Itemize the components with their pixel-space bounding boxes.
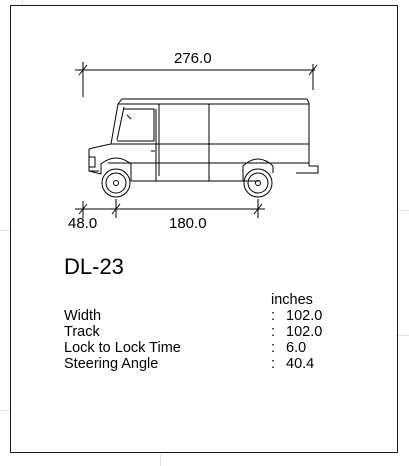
overall-length-dimension: 276.0	[75, 50, 318, 97]
spec-value: 102.0	[286, 308, 323, 324]
overall-length-label: 276.0	[174, 50, 212, 67]
rear-wheel	[243, 168, 273, 198]
background-line	[160, 453, 161, 466]
vehicle-drawing: 276.0	[68, 50, 319, 232]
van-body	[88, 98, 319, 182]
wheelbase-label: 180.0	[169, 215, 207, 232]
background-line	[398, 335, 409, 336]
spec-label: Width	[64, 308, 102, 324]
spec-value: 40.4	[286, 356, 315, 372]
front-overhang-label: 48.0	[68, 215, 97, 232]
background-line	[22, 0, 23, 6]
spec-label: Lock to Lock Time	[64, 340, 181, 356]
units-label: inches	[271, 292, 313, 308]
spec-label: Track	[64, 324, 100, 340]
spec-label: Steering Angle	[64, 356, 159, 372]
vehicle-spec-card: 276.0	[10, 5, 398, 453]
spec-separator: :	[271, 356, 276, 372]
spec-value: 102.0	[286, 324, 323, 340]
lower-dimensions: 48.0 180.0	[68, 199, 265, 232]
background-line	[398, 210, 409, 211]
spec-separator: :	[271, 324, 276, 340]
background-line	[0, 230, 10, 231]
model-title: DL-23	[64, 254, 124, 279]
front-wheel	[101, 168, 131, 198]
spec-separator: :	[271, 308, 276, 324]
background-line	[0, 410, 10, 411]
spec-separator: :	[271, 340, 276, 356]
spec-value: 6.0	[286, 340, 307, 356]
